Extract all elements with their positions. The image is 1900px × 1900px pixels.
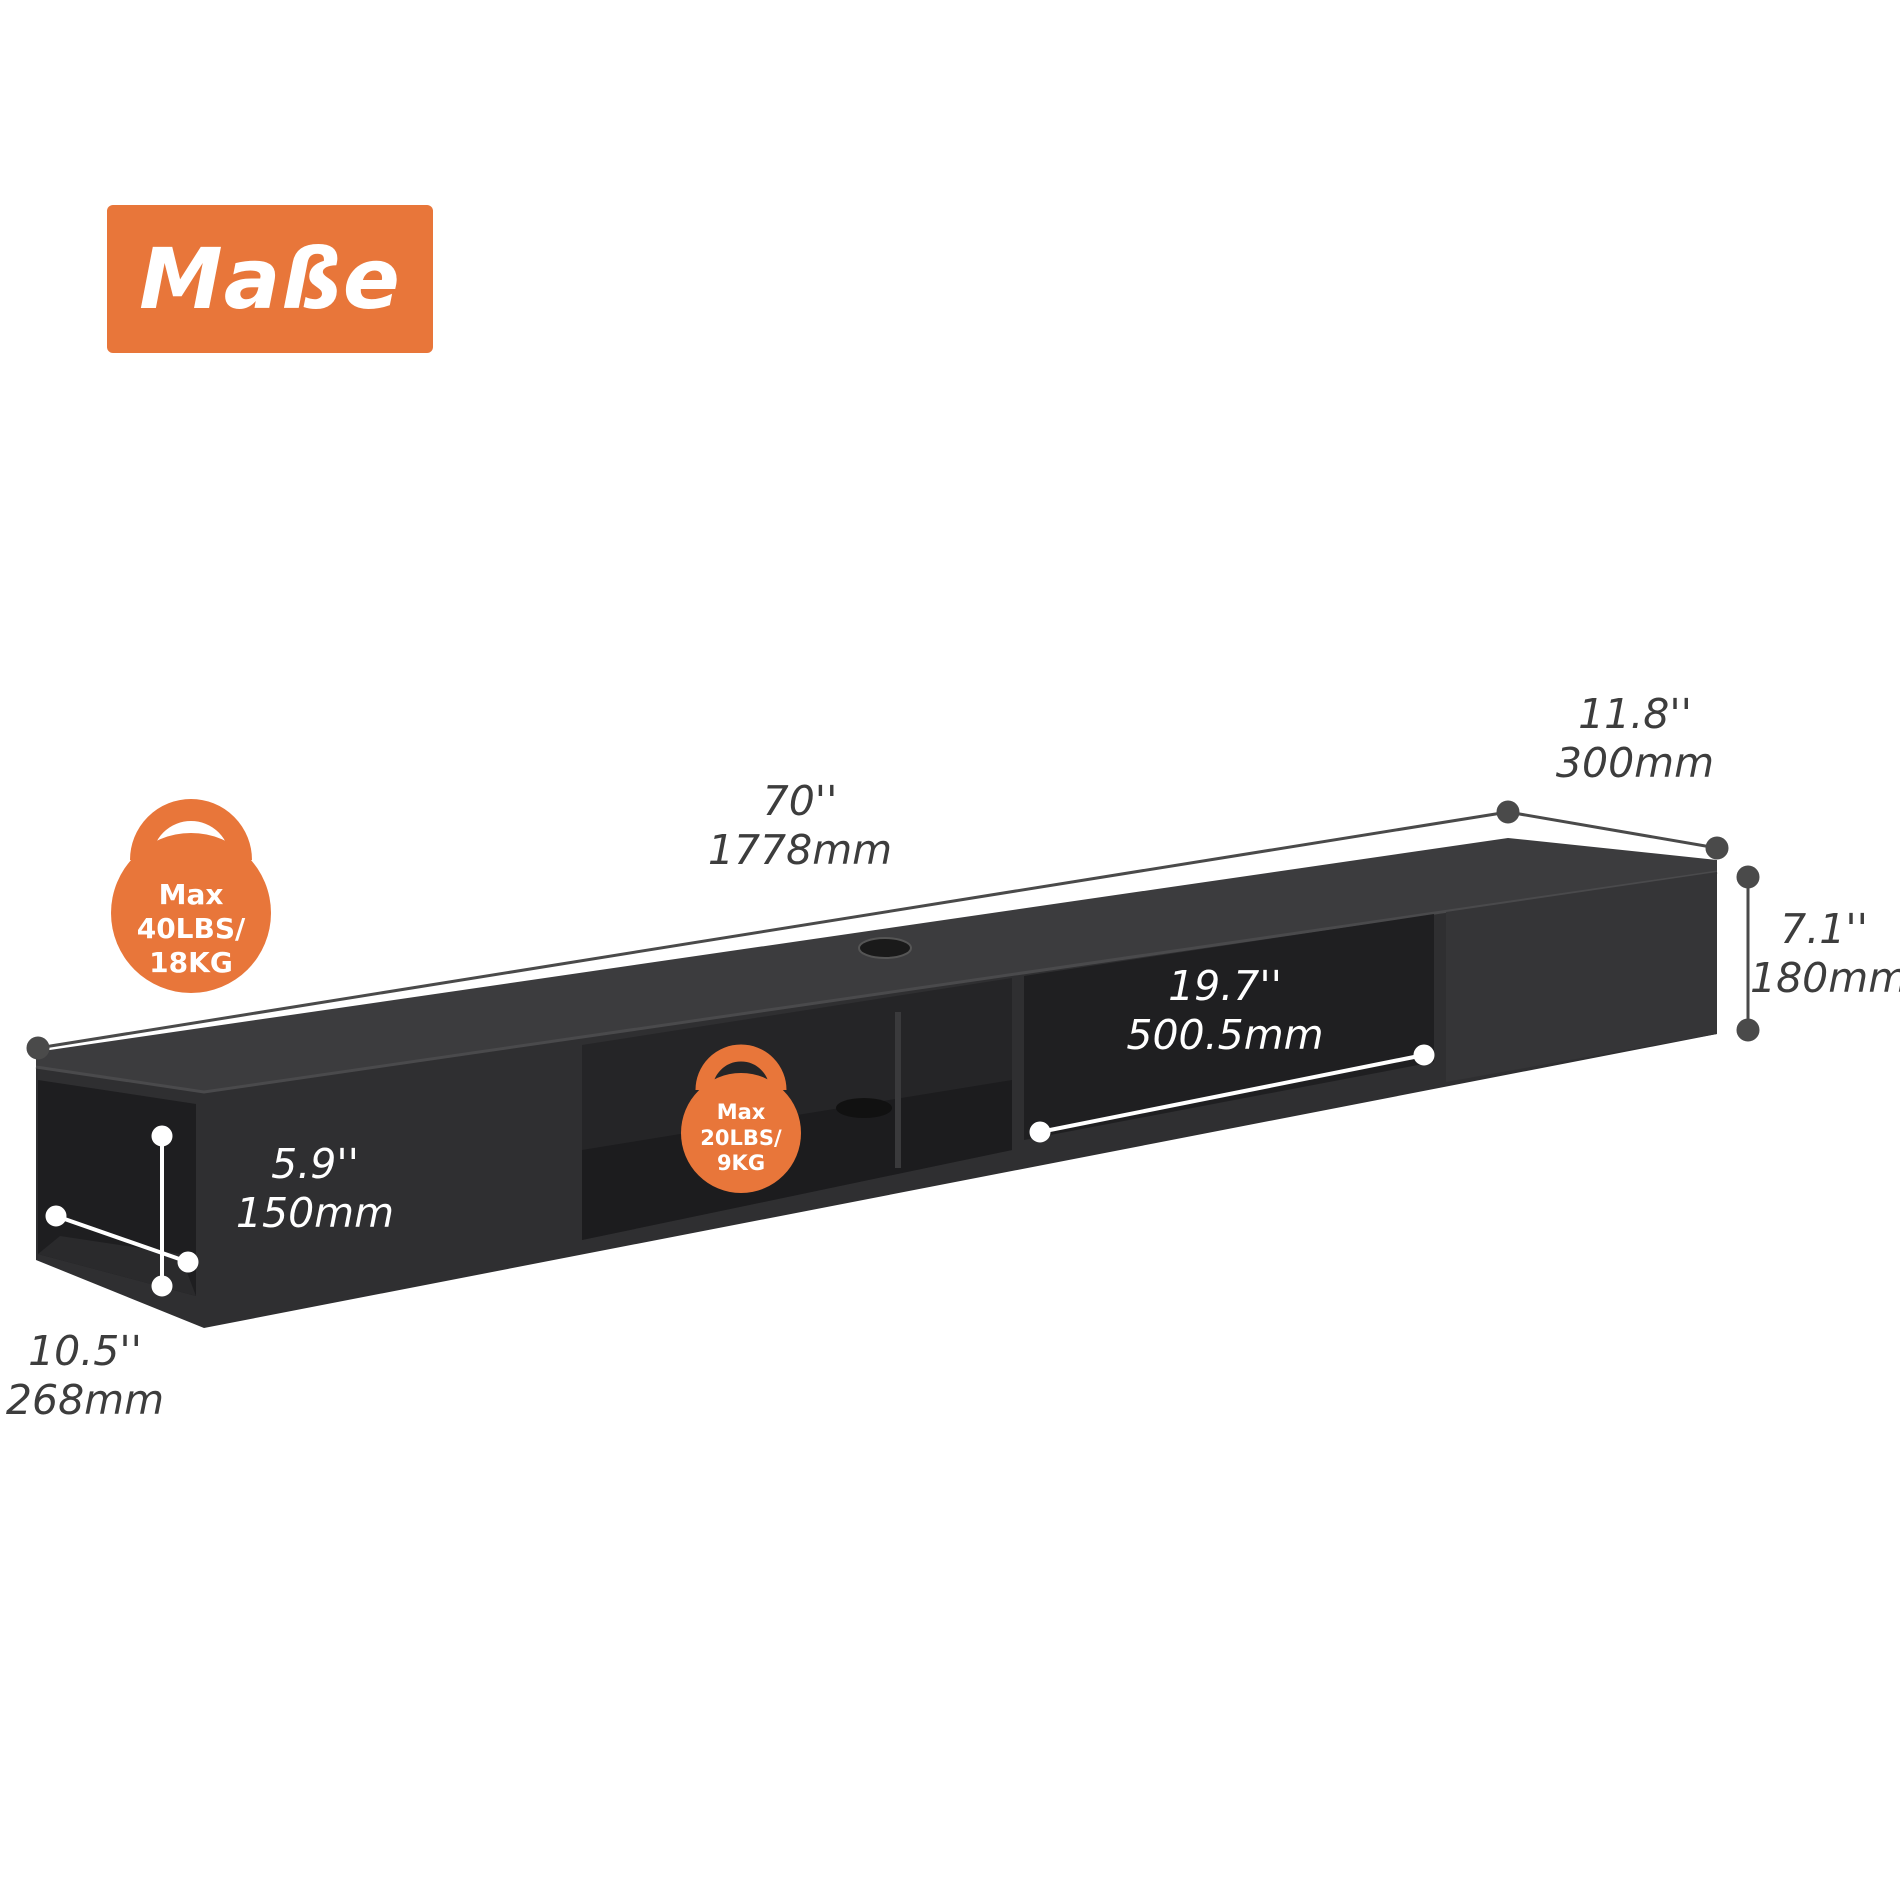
depth-mm: 300mm <box>1555 739 1715 788</box>
side-opening-height-mm: 150mm <box>235 1189 395 1238</box>
cable-hole-bottom-icon <box>836 1098 892 1118</box>
side-opening-depth-mm: 268mm <box>5 1376 165 1425</box>
weight-icon <box>111 799 271 993</box>
height-dimension-line <box>1736 865 1760 1042</box>
shelf-front-edge <box>35 870 1718 1094</box>
total-load-line3: 18KG <box>149 946 233 980</box>
side-opening-height-label: 5.9'' 150mm <box>220 1140 410 1238</box>
weight-icon <box>681 1044 801 1193</box>
shelf-top-surface <box>36 838 1717 1092</box>
side-opening-depth-line <box>45 1205 199 1273</box>
side-opening-depth-label: 10.5'' 268mm <box>0 1327 170 1425</box>
compartment-width-inch: 19.7'' <box>1168 962 1282 1010</box>
side-opening-height-line <box>151 1125 173 1297</box>
compartment-width-mm: 500.5mm <box>1126 1011 1324 1060</box>
height-mm: 180mm <box>1750 954 1900 1003</box>
compartment-width-label: 19.7'' 500.5mm <box>1110 962 1340 1060</box>
shelf-load-line3: 9KG <box>716 1151 766 1176</box>
depth-label: 11.8'' 300mm <box>1540 690 1730 788</box>
side-opening-depth-inch: 10.5'' <box>28 1327 142 1375</box>
title-badge: Maße <box>107 205 433 353</box>
total-load-line2: 40LBS/ <box>136 912 246 946</box>
depth-inch: 11.8'' <box>1578 690 1692 738</box>
length-dimension-line <box>26 800 1520 1060</box>
shelf-load-label: Max 20LBS/ 9KG <box>681 1100 801 1177</box>
cable-hole-icon <box>858 937 912 959</box>
right-door-panel <box>1446 872 1717 1082</box>
shelf-load-line1: Max <box>716 1100 766 1124</box>
middle-compartment-floor <box>582 1080 1012 1240</box>
height-inch: 7.1'' <box>1780 905 1868 953</box>
total-load-line1: Max <box>158 878 224 911</box>
shelf-load-line2: 20LBS/ <box>700 1125 782 1150</box>
title-text: Maße <box>139 230 401 328</box>
length-inch: 70'' <box>762 777 838 825</box>
total-load-label: Max 40LBS/ 18KG <box>111 878 271 980</box>
compartment-width-line <box>1029 1044 1435 1143</box>
depth-dimension-line <box>1507 810 1729 860</box>
height-label: 7.1'' 180mm <box>1750 905 1900 1003</box>
right-open-compartment <box>1024 914 1434 1140</box>
side-opening-height-inch: 5.9'' <box>271 1140 359 1188</box>
length-label: 70'' 1778mm <box>690 777 910 875</box>
length-mm: 1778mm <box>707 826 893 875</box>
